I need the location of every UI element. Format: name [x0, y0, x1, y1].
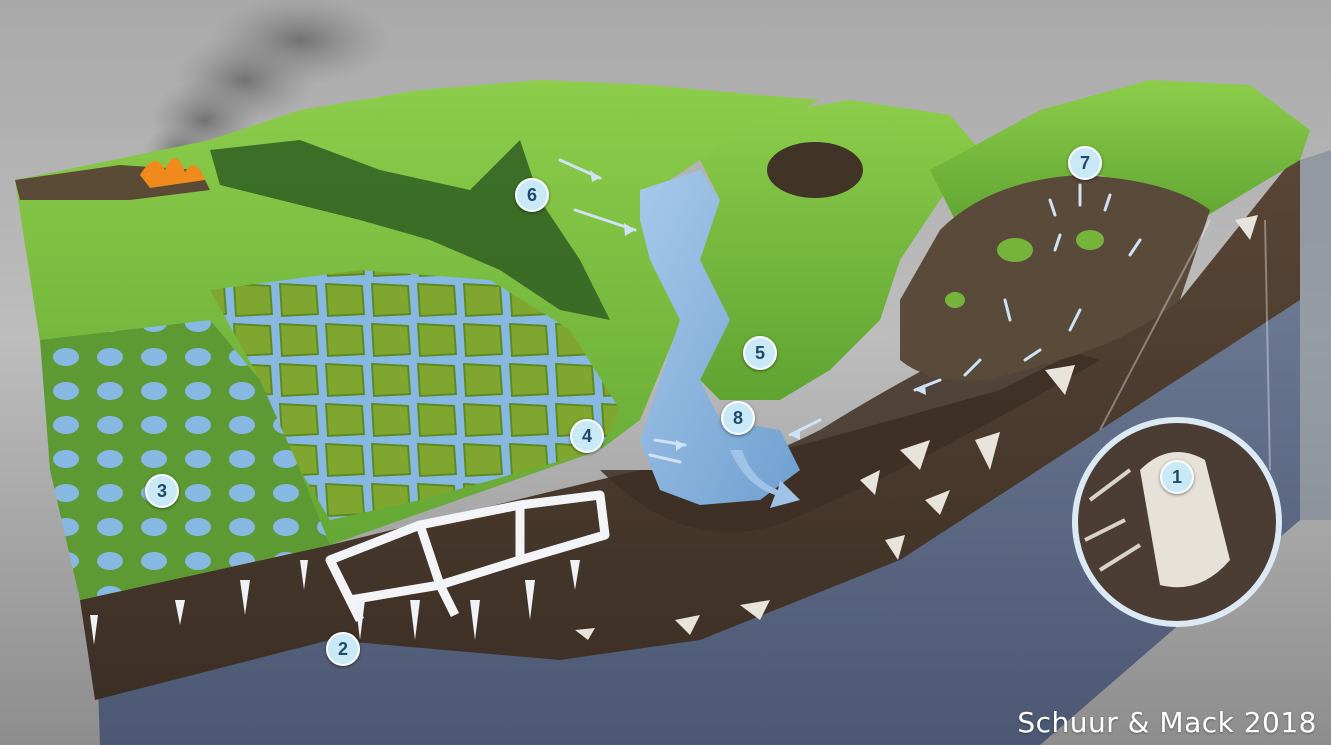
- marker-5: 5: [743, 336, 777, 370]
- marker-7: 7: [1068, 146, 1102, 180]
- marker-3: 3: [145, 474, 179, 508]
- right-slope-background: [1300, 150, 1331, 520]
- author-credit: Schuur & Mack 2018: [1017, 706, 1317, 739]
- marker-1: 1: [1160, 460, 1194, 494]
- marker-6: 6: [515, 178, 549, 212]
- sinkhole: [767, 142, 863, 198]
- marker-2: 2: [326, 632, 360, 666]
- marker-8: 8: [721, 401, 755, 435]
- marker-4: 4: [570, 419, 604, 453]
